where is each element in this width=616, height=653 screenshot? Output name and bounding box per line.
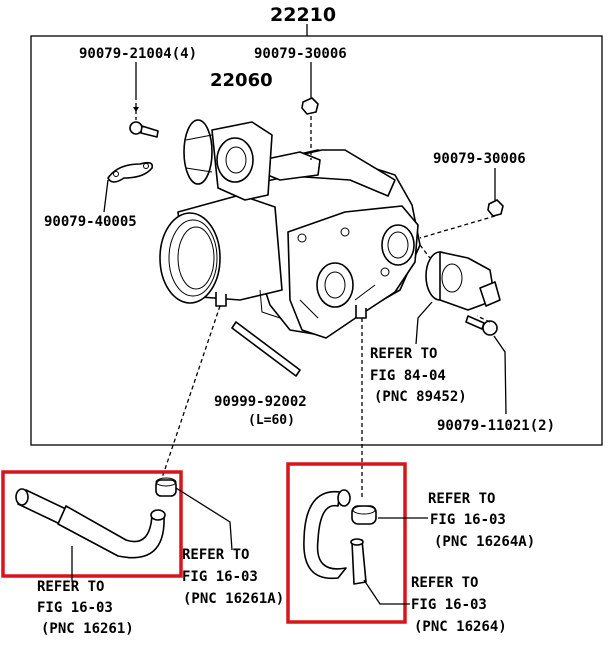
ref-16264A-line3: (PNC 16264A) xyxy=(434,534,535,550)
label-22060: 22060 xyxy=(210,70,273,91)
label-90079-30006-right: 90079-30006 xyxy=(433,151,526,167)
throttle-body xyxy=(159,149,421,339)
label-90079-21004: 90079-21004(4) xyxy=(79,46,197,62)
ref-89452-line3: (PNC 89452) xyxy=(374,389,467,405)
hose-16261 xyxy=(15,488,166,559)
assembly-number: 22210 xyxy=(270,4,336,26)
leader-ref-16264 xyxy=(363,579,410,605)
ref-89452-line2: FIG 84-04 xyxy=(370,368,446,384)
leader-ref-16261A xyxy=(175,487,233,551)
ref-16264-line2: FIG 16-03 xyxy=(411,597,487,613)
hose-16264 xyxy=(303,489,367,585)
ref-16261A-line1: REFER TO xyxy=(182,547,249,563)
label-90079-40005: 90079-40005 xyxy=(44,214,137,230)
ref-16261-line1: REFER TO xyxy=(37,579,104,595)
label-90079-30006-top: 90079-30006 xyxy=(254,46,347,62)
ref-16264-line3: (PNC 16264) xyxy=(414,619,507,635)
ref-16261-line3: (PNC 16261) xyxy=(41,621,134,637)
dash-to-hose-left xyxy=(161,305,221,479)
clamp-16261A xyxy=(155,477,177,497)
ref-16264A-line2: FIG 16-03 xyxy=(430,512,506,528)
screw-90079-21004 xyxy=(129,96,159,138)
leader-ref-89452 xyxy=(415,301,433,345)
ref-16264A-line1: REFER TO xyxy=(428,491,495,507)
label-90999-92002-note: (L=60) xyxy=(248,413,295,428)
ref-16261-line2: FIG 16-03 xyxy=(37,600,113,616)
highlight-box-right xyxy=(286,462,407,624)
label-90999-92002: 90999-92002 xyxy=(214,394,307,410)
gasket-90079-40005 xyxy=(107,161,154,183)
pin-90999-92002 xyxy=(231,321,301,377)
ref-16261A-line2: FIG 16-03 xyxy=(182,569,258,585)
leader-90079-11021 xyxy=(493,335,507,415)
nut-90079-30006-right xyxy=(419,199,504,239)
screw-90079-11021 xyxy=(465,315,498,336)
assembly-frame xyxy=(30,35,603,446)
ref-89452-line1: REFER TO xyxy=(370,346,437,362)
sensor-89452 xyxy=(419,244,501,311)
highlight-box-left xyxy=(1,470,183,578)
nut-90079-30006-top xyxy=(301,97,319,160)
ref-16261A-line3: (PNC 16261A) xyxy=(183,591,284,607)
throttle-sensor-22060 xyxy=(183,119,273,201)
label-90079-11021: 90079-11021(2) xyxy=(437,418,555,434)
ref-16264-line1: REFER TO xyxy=(411,575,478,591)
clamp-16264A xyxy=(351,505,377,525)
leader-90079-40005 xyxy=(103,179,109,213)
